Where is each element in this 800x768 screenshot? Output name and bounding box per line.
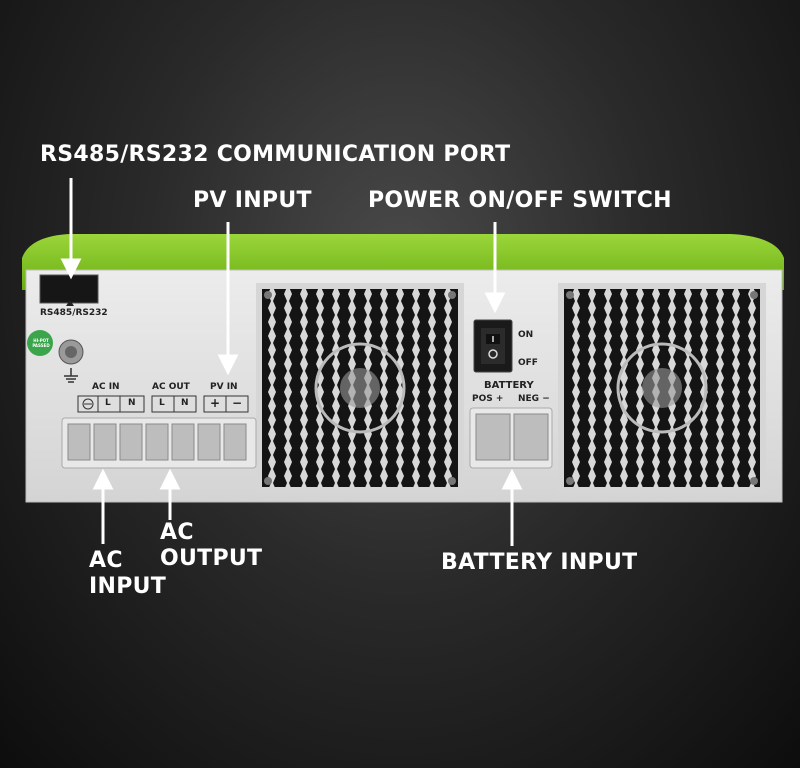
ac-out-l-label: L <box>159 398 165 408</box>
battery-neg-label: NEG − <box>518 394 550 404</box>
ac-out-n-label: N <box>181 398 189 408</box>
ac-in-n-label: N <box>128 398 136 408</box>
ac-in-label: AC IN <box>92 382 120 392</box>
battery-label: BATTERY <box>484 380 534 391</box>
switch-on-label: ON <box>518 330 534 340</box>
ac-in-l-label: L <box>105 398 111 408</box>
pv-input-callout: PV INPUT <box>193 188 312 213</box>
hipot-sticker <box>27 330 53 356</box>
rs485-port-label: RS485/RS232 <box>40 308 108 318</box>
pv-in-label: PV IN <box>210 382 238 392</box>
battery-input-callout: BATTERY INPUT <box>441 550 638 575</box>
ac-input-callout-line1: AC <box>89 548 123 573</box>
power-switch-callout: POWER ON/OFF SWITCH <box>368 188 672 213</box>
rs485-port-callout: RS485/RS232 COMMUNICATION PORT <box>40 142 511 167</box>
rs485-port <box>39 274 99 304</box>
ac-out-label: AC OUT <box>152 382 190 392</box>
pv-minus-label: − <box>232 396 243 410</box>
pv-plus-label: + <box>210 396 221 410</box>
switch-off-label: OFF <box>518 358 538 368</box>
ac-input-callout-line2: INPUT <box>89 574 167 599</box>
hipot-sticker-label: HI-POT PASSED <box>32 338 50 348</box>
battery-pos-label: POS + <box>472 394 504 404</box>
ac-output-callout-line2: OUTPUT <box>160 546 263 571</box>
ac-output-callout-line1: AC <box>160 520 194 545</box>
